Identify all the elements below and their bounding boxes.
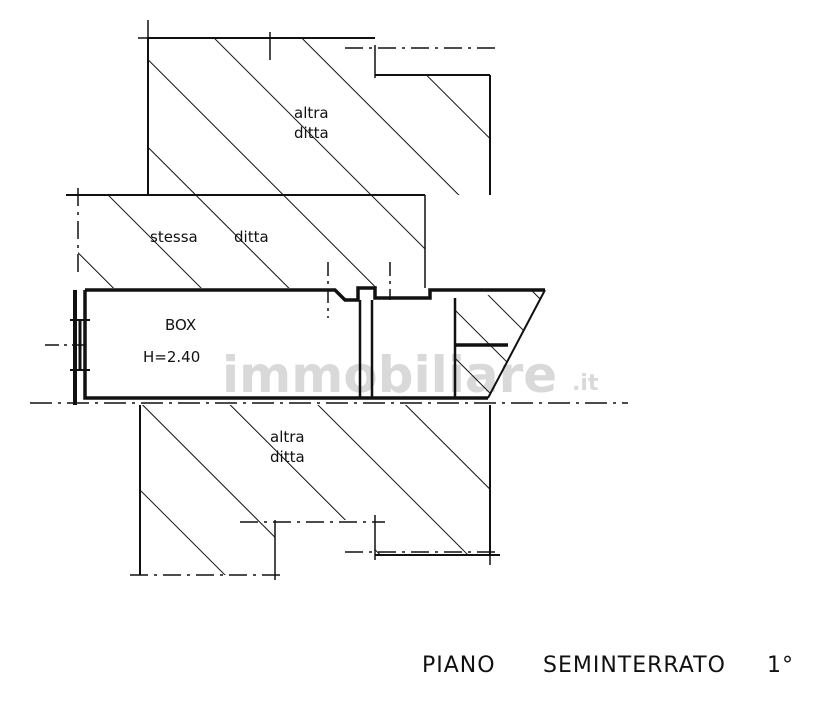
top-area-label-line2: ditta [294,124,329,142]
bottom-neighbour-area [130,405,500,580]
middle-same-owner-area [66,188,426,318]
bottom-area-label-line1: altra [270,428,305,446]
floor-title: PIANO SEMINTERRATO 1° [422,653,794,678]
box-name-label: BOX [165,316,196,334]
box-height-label: H=2.40 [143,348,200,366]
top-area-label-line1: altra [294,104,329,122]
middle-area-label-word1: stessa [150,228,198,246]
title-word-1: PIANO [422,653,496,678]
box-room [30,286,628,405]
watermark-suffix: .it [572,371,599,396]
top-neighbour-area [138,20,500,195]
bottom-area-label-line2: ditta [270,448,305,466]
middle-area-label-word2: ditta [234,228,269,246]
title-word-2: SEMINTERRATO [543,653,726,678]
watermark: immobiliare .it [222,346,599,404]
title-word-3: 1° [767,653,794,678]
